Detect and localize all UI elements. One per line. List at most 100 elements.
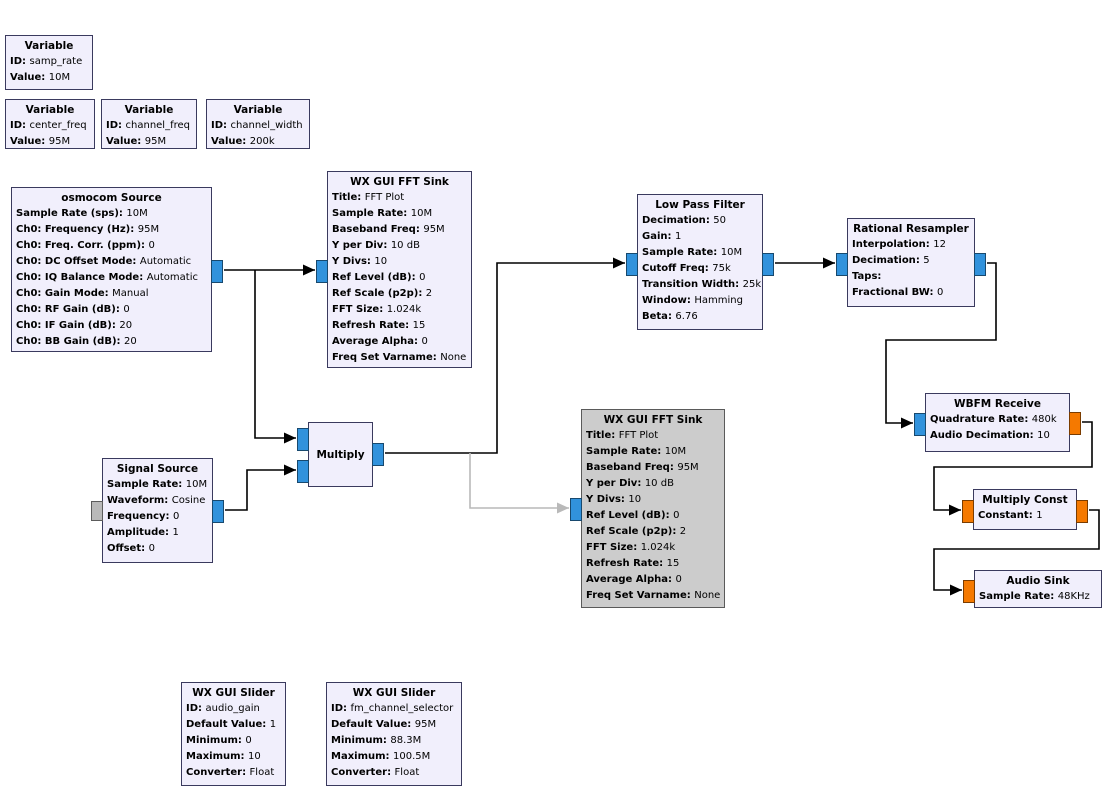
block-variable-channel-width[interactable]: VariableIDchannel_widthValue200k xyxy=(206,99,310,149)
wx-gui-fft-sink-disabled-param-10-value: None xyxy=(694,590,721,601)
signal-source-param-4-label: Offset xyxy=(107,543,149,554)
wx-gui-slider-fm-channel-param-1-label: Default Value xyxy=(331,719,415,730)
multiply-port-in0[interactable] xyxy=(297,428,309,451)
osmocom-source-param-1: Ch0: Frequency (Hz)95M xyxy=(16,222,207,238)
low-pass-filter-param-6: Beta6.76 xyxy=(642,309,758,325)
wire-multiply-to-low-pass-filter[interactable] xyxy=(385,257,625,454)
block-low-pass-filter[interactable]: Low Pass FilterDecimation50Gain1Sample R… xyxy=(626,194,774,330)
variable-channel-freq-param-1-value: 95M xyxy=(144,136,167,147)
wx-gui-fft-sink-disabled-param-8-value: 15 xyxy=(666,558,680,569)
wx-gui-fft-sink-disabled-param-10-label: Freq Set Varname xyxy=(586,590,694,601)
variable-channel-width-title: Variable xyxy=(233,104,283,116)
variable-samp-rate-param-0-label: ID xyxy=(10,56,30,67)
low-pass-filter-port-in[interactable] xyxy=(626,253,638,276)
wx-gui-slider-audio-gain-param-1-value: 1 xyxy=(269,719,277,730)
osmocom-source-param-1-value: 95M xyxy=(137,224,160,235)
wx-gui-fft-sink-top-param-10-label: Freq Set Varname xyxy=(332,352,440,363)
wx-gui-fft-sink-disabled-param-6: Ref Scale (p2p)2 xyxy=(586,524,720,540)
wbfm-receive-port-out[interactable] xyxy=(1069,412,1081,435)
osmocom-source-port-out[interactable] xyxy=(211,260,223,283)
block-variable-channel-freq[interactable]: VariableIDchannel_freqValue95M xyxy=(101,99,197,149)
block-multiply-const[interactable]: Multiply ConstConstant1 xyxy=(962,489,1088,530)
audio-sink-port-in[interactable] xyxy=(963,580,975,603)
osmocom-source-param-2-label: Ch0: Freq. Corr. (ppm) xyxy=(16,240,149,251)
wx-gui-fft-sink-disabled-param-5-value: 0 xyxy=(673,510,680,521)
signal-source-param-2-value: 0 xyxy=(173,511,180,522)
wire-resampler-to-wbfm[interactable] xyxy=(885,262,997,429)
wire-wbfm-to-multiply-const[interactable] xyxy=(933,421,1093,516)
variable-center-freq-param-1: Value95M xyxy=(10,134,90,150)
signal-source-port-out[interactable] xyxy=(212,500,224,523)
wx-gui-fft-sink-disabled-param-3: Y per Div10 dB xyxy=(586,476,720,492)
low-pass-filter-param-4: Transition Width25k xyxy=(642,277,761,293)
wbfm-receive-port-in[interactable] xyxy=(914,413,926,436)
wx-gui-fft-sink-top-param-0: TitleFFT Plot xyxy=(332,190,467,206)
wx-gui-slider-audio-gain-param-3: Maximum10 xyxy=(186,749,281,765)
wx-gui-fft-sink-disabled-port-in[interactable] xyxy=(570,498,582,521)
variable-center-freq-param-1-value: 95M xyxy=(48,136,71,147)
wx-gui-fft-sink-disabled-param-7: FFT Size1.024k xyxy=(586,540,720,556)
wx-gui-fft-sink-disabled-param-0-value: FFT Plot xyxy=(618,430,659,441)
wx-gui-fft-sink-disabled-param-0-label: Title xyxy=(586,430,619,441)
rational-resampler-param-3: Fractional BW0 xyxy=(852,285,970,301)
wx-gui-fft-sink-disabled-param-2: Baseband Freq95M xyxy=(586,460,720,476)
wx-gui-slider-audio-gain-param-0: IDaudio_gain xyxy=(186,701,281,717)
wx-gui-fft-sink-disabled-param-1-value: 10M xyxy=(664,446,687,457)
wx-gui-slider-fm-channel-param-4-label: Converter xyxy=(331,767,395,778)
osmocom-source-param-8-value: 20 xyxy=(124,336,137,347)
osmocom-source-param-6: Ch0: RF Gain (dB)0 xyxy=(16,302,207,318)
wx-gui-slider-audio-gain-param-0-value: audio_gain xyxy=(205,703,260,714)
wx-gui-fft-sink-top-param-1: Sample Rate10M xyxy=(332,206,467,222)
signal-source-param-0: Sample Rate10M xyxy=(107,477,208,493)
wx-gui-fft-sink-top-param-6-label: Ref Scale (p2p) xyxy=(332,288,426,299)
wire-osmocom-to-multiply-in0[interactable] xyxy=(254,270,296,444)
wx-gui-fft-sink-top-param-10-value: None xyxy=(440,352,467,363)
wx-gui-fft-sink-disabled-param-9-label: Average Alpha xyxy=(586,574,675,585)
multiply-const-port-in[interactable] xyxy=(962,500,974,523)
multiply-port-in1[interactable] xyxy=(297,460,309,483)
wx-gui-fft-sink-top-port-in[interactable] xyxy=(316,260,328,283)
block-wx-gui-slider-fm-channel[interactable]: WX GUI SliderIDfm_channel_selectorDefaul… xyxy=(326,682,462,786)
block-multiply[interactable]: Multiply xyxy=(297,422,384,487)
rational-resampler-port-in[interactable] xyxy=(836,253,848,276)
variable-center-freq-param-0-value: center_freq xyxy=(29,120,87,131)
signal-source-param-1: WaveformCosine xyxy=(107,493,208,509)
block-variable-center-freq[interactable]: VariableIDcenter_freqValue95M xyxy=(5,99,95,149)
wire-multiply-to-disabled-fft-sink[interactable] xyxy=(469,453,569,514)
variable-center-freq-title: Variable xyxy=(25,104,75,116)
wx-gui-fft-sink-top-param-6-value: 2 xyxy=(425,288,433,299)
wx-gui-slider-audio-gain-param-3-label: Maximum xyxy=(186,751,248,762)
low-pass-filter-param-0: Decimation50 xyxy=(642,213,758,229)
variable-samp-rate-param-0-value: samp_rate xyxy=(29,56,83,67)
wx-gui-slider-audio-gain-param-2: Minimum0 xyxy=(186,733,281,749)
multiply-const-port-out[interactable] xyxy=(1076,500,1088,523)
low-pass-filter-title: Low Pass Filter xyxy=(655,199,745,211)
wx-gui-slider-fm-channel-param-2-value: 88.3M xyxy=(390,735,422,746)
wx-gui-fft-sink-disabled-param-8-label: Refresh Rate xyxy=(586,558,667,569)
wx-gui-slider-fm-channel-param-3-value: 100.5M xyxy=(393,751,431,762)
low-pass-filter-port-out[interactable] xyxy=(762,253,774,276)
wx-gui-fft-sink-disabled-param-2-value: 95M xyxy=(677,462,699,473)
multiply-port-out[interactable] xyxy=(372,443,384,466)
variable-channel-width-param-0: IDchannel_width xyxy=(211,118,305,134)
low-pass-filter-param-3-label: Cutoff Freq xyxy=(642,263,712,274)
rational-resampler-port-out[interactable] xyxy=(974,253,986,276)
wire-multiply-const-to-audio-sink[interactable] xyxy=(933,509,1100,596)
osmocom-source-param-8-label: Ch0: BB Gain (dB) xyxy=(16,336,124,347)
block-rational-resampler[interactable]: Rational ResamplerInterpolation12Decimat… xyxy=(836,218,986,307)
wx-gui-fft-sink-disabled-param-6-value: 2 xyxy=(679,526,687,537)
wx-gui-fft-sink-top-param-9-label: Average Alpha xyxy=(332,336,421,347)
wx-gui-slider-fm-channel-param-0: IDfm_channel_selector xyxy=(331,701,457,717)
wire-signal-source-to-multiply-in1[interactable] xyxy=(225,464,296,511)
block-variable-samp-rate[interactable]: VariableIDsamp_rateValue10M xyxy=(5,35,93,90)
rational-resampler-param-1: Decimation5 xyxy=(852,253,970,269)
low-pass-filter-param-0-value: 50 xyxy=(713,215,727,226)
signal-source-port-freq-msg[interactable] xyxy=(91,501,103,521)
